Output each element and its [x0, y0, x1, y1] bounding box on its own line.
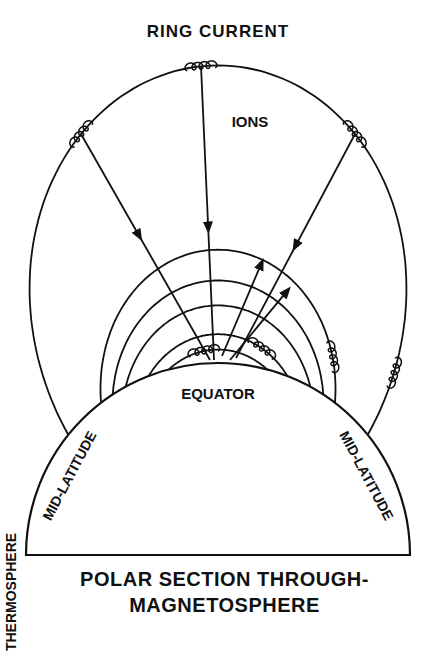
- gyration-squiggle: [387, 357, 401, 388]
- ion-paths: [81, 66, 355, 360]
- field-line: [169, 350, 267, 370]
- field-line: [30, 65, 407, 434]
- gyration-squiggle: [70, 121, 93, 147]
- field-line: [101, 250, 336, 403]
- ions-label: IONS: [232, 114, 269, 131]
- gyration-squiggle: [188, 345, 219, 357]
- diagram-title: RING CURRENT: [147, 23, 289, 42]
- equator-label: EQUATOR: [181, 386, 255, 403]
- gyration-squiggle: [248, 338, 276, 359]
- earth-half-disk: [26, 363, 410, 555]
- diagram-caption: POLAR SECTION THROUGH-MAGNETOSPHERE: [70, 566, 379, 618]
- field-lines: [30, 65, 407, 434]
- ion-path-arrow: [230, 290, 288, 360]
- ion-path-arrow: [236, 134, 355, 358]
- gyration-squiggle: [327, 341, 339, 373]
- field-line: [113, 280, 324, 394]
- thermosphere-label: THERMOSPHERE: [4, 533, 19, 651]
- ion-path-arrow: [201, 66, 214, 360]
- field-line: [149, 334, 288, 376]
- gyration-squiggle: [343, 121, 366, 147]
- gyration-squiggles: [70, 61, 402, 388]
- ion-path-arrow: [81, 134, 210, 360]
- gyration-squiggle: [185, 61, 217, 71]
- field-line: [126, 305, 310, 386]
